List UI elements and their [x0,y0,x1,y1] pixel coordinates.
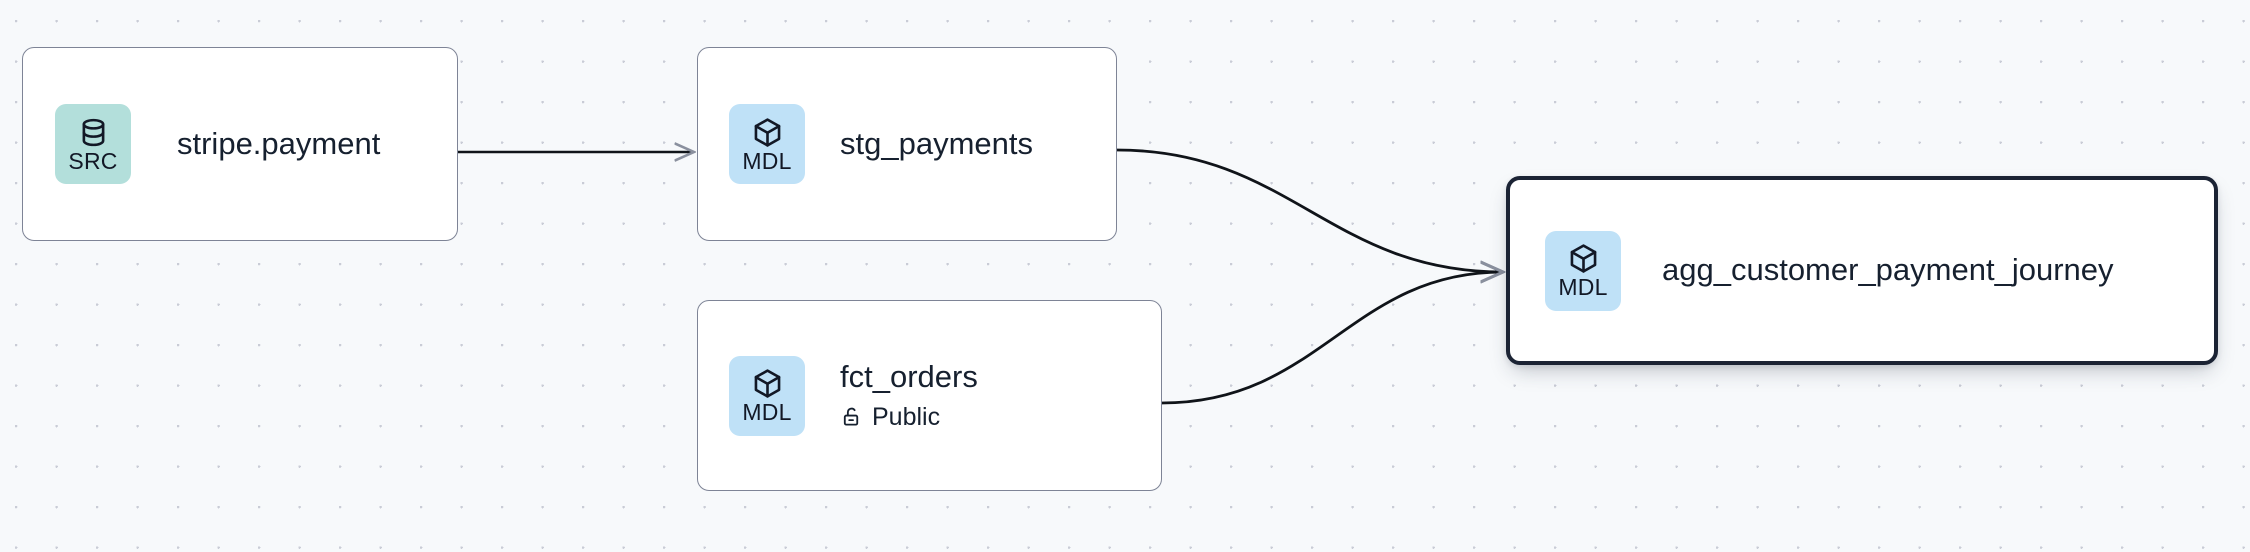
lineage-node-stg-payments[interactable]: MDL stg_payments [697,47,1117,241]
unlocked-padlock-icon [840,405,863,428]
node-type-badge-mdl: MDL [729,104,805,184]
node-type-badge-mdl: MDL [729,355,805,436]
node-visibility: Public [840,402,978,432]
node-visibility-label: Public [872,402,941,431]
edge-stg-payments-to-agg-customer-payment-journey [1116,148,1503,272]
node-title: fct_orders [840,359,978,395]
node-type-badge-label: MDL [742,147,792,174]
node-type-badge-mdl: MDL [1545,230,1621,311]
cube-icon [751,367,784,400]
node-body: fct_orders Public [840,359,978,432]
lineage-node-agg-customer-payment-journey[interactable]: MDL agg_customer_payment_journey [1506,176,2218,365]
node-type-badge-label: SRC [68,147,118,174]
node-type-badge-label: MDL [1558,274,1608,300]
node-title: stg_payments [840,125,1033,161]
lineage-node-fct-orders[interactable]: MDL fct_orders Public [697,300,1162,491]
node-body: agg_customer_payment_journey [1662,252,2114,289]
node-type-badge-src: SRC [55,104,131,184]
database-icon [77,116,110,149]
node-body: stripe.payment [177,126,380,163]
edge-fct-orders-to-agg-customer-payment-journey [1161,272,1503,405]
lineage-node-stripe-payment[interactable]: SRC stripe.payment [22,47,458,241]
cube-icon [751,116,784,149]
node-title: stripe.payment [177,125,381,161]
node-title: agg_customer_payment_journey [1662,252,2114,288]
node-body: stg_payments [840,126,1033,163]
cube-icon [1567,242,1600,275]
node-type-badge-label: MDL [742,399,792,425]
